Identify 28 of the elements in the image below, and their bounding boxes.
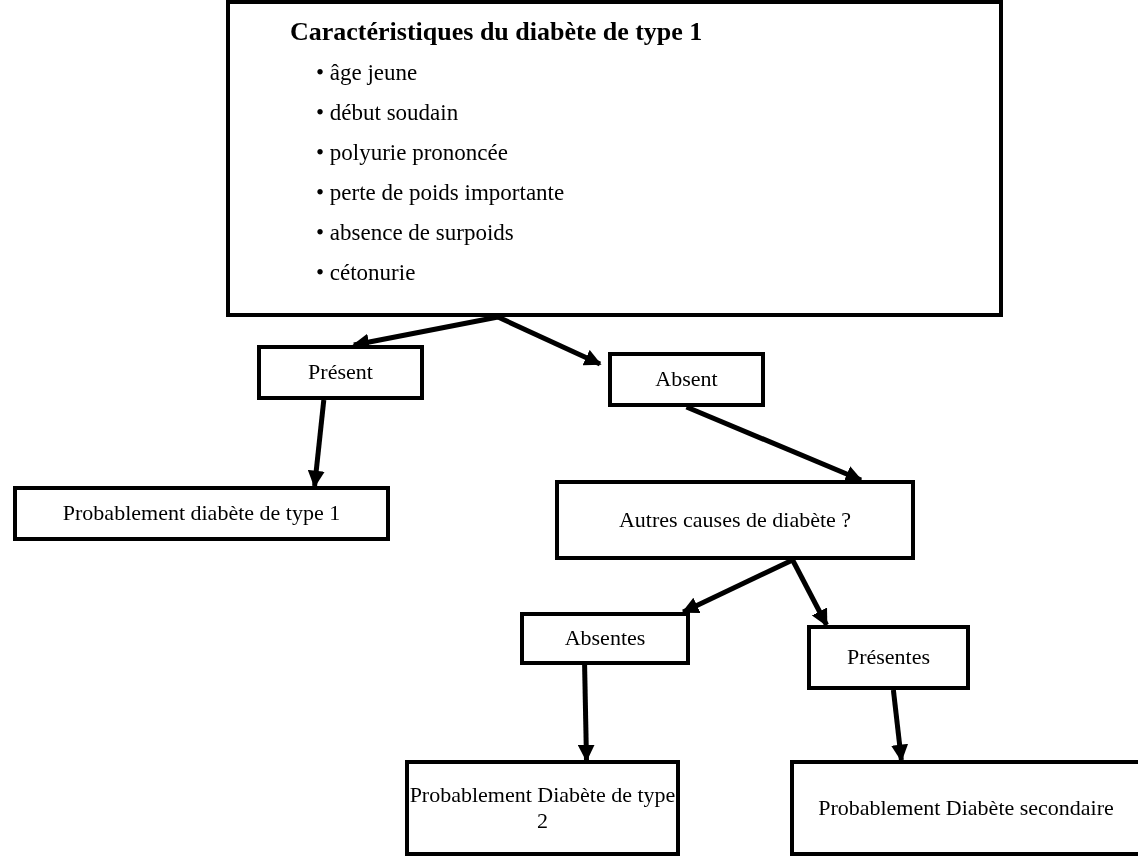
box-label: Probablement Diabète secondaire bbox=[818, 794, 1114, 822]
box-label: Présentes bbox=[846, 644, 931, 671]
box-label: Probablement Diabète de type 2 bbox=[409, 781, 676, 835]
arrow bbox=[307, 399, 327, 488]
box-label: Absentes bbox=[564, 625, 646, 652]
box-label: Probablement diabète de type 1 bbox=[62, 500, 341, 527]
bullet-item: • âge jeune bbox=[316, 59, 418, 88]
box-heading: Caractéristiques du diabète de type 1 bbox=[290, 16, 703, 48]
flow-box bbox=[257, 345, 424, 400]
bullet-item: • perte de poids importante bbox=[316, 179, 565, 208]
bullet-item: • début soudain bbox=[316, 99, 459, 128]
flow-box bbox=[405, 760, 680, 856]
box-label: Présent bbox=[308, 359, 373, 386]
flow-box bbox=[520, 612, 690, 665]
arrow bbox=[790, 558, 829, 627]
arrow bbox=[890, 689, 909, 762]
box-label: Absent bbox=[655, 366, 718, 393]
bullet-item: • polyurie prononcée bbox=[316, 139, 508, 168]
bullet-item: • absence de surpoids bbox=[316, 219, 514, 248]
bullet-item: • cétonurie bbox=[316, 259, 416, 288]
flow-box bbox=[790, 760, 1138, 856]
flow-box bbox=[555, 480, 915, 560]
flow-box bbox=[226, 0, 1003, 317]
flow-box bbox=[807, 625, 970, 690]
flow-box bbox=[13, 486, 390, 541]
flow-box bbox=[608, 352, 765, 407]
box-label: Autres causes de diabète ? bbox=[618, 506, 852, 534]
arrow bbox=[577, 664, 595, 762]
